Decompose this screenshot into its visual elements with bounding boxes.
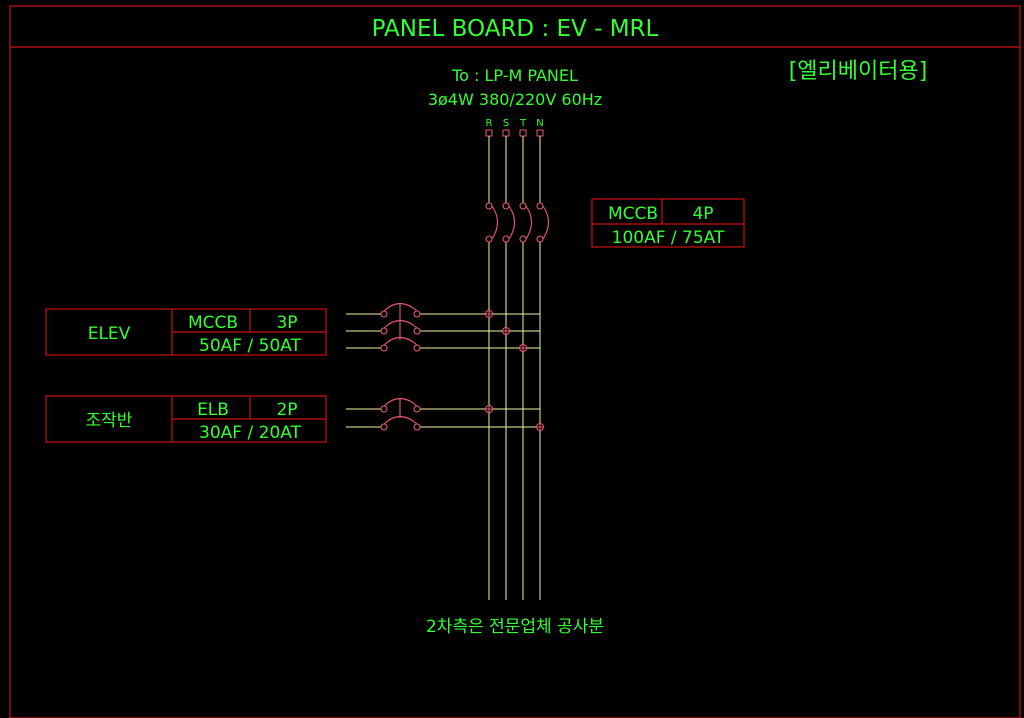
main-breaker-type: MCCB <box>608 204 658 224</box>
branch-elev-name: ELEV <box>88 324 131 344</box>
main-breaker-spec: MCCB 4P 100AF / 75AT <box>591 198 745 248</box>
phase-r-label: R <box>486 118 493 129</box>
branch-control-panel-rating: 30AF / 20AT <box>199 423 302 443</box>
terminal-t <box>519 129 527 137</box>
branch-elev-feeders <box>346 313 540 349</box>
terminal-n <box>536 129 544 137</box>
phase-n-label: N <box>536 118 543 129</box>
phase-t-label: T <box>519 118 527 129</box>
branch-control-panel-feeders <box>346 408 540 428</box>
main-breaker-symbol <box>485 202 550 243</box>
branch-elev: ELEV MCCB 3P 50AF / 50AT <box>45 302 540 356</box>
phase-terminals: R S T N <box>485 118 544 137</box>
supply-spec-label: 3ø4W 380/220V 60Hz <box>428 90 602 109</box>
branch-control-panel-poles: 2P <box>276 400 297 420</box>
main-breaker-rating: 100AF / 75AT <box>612 228 725 248</box>
purpose-label: [엘리베이터용] <box>789 59 928 84</box>
drawing-frame <box>9 5 1021 718</box>
panel-title: PANEL BOARD : EV - MRL <box>372 16 659 42</box>
phase-s-label: S <box>503 118 509 129</box>
branch-control-panel: 조작반 ELB 2P 30AF / 20AT <box>45 395 544 443</box>
main-breaker-poles: 4P <box>692 204 713 224</box>
secondary-side-note: 2차측은 전문업체 공사분 <box>426 617 604 637</box>
branch-elev-rating: 50AF / 50AT <box>199 336 302 356</box>
source-panel-label: To : LP-M PANEL <box>451 66 578 85</box>
branch-elev-taps <box>485 310 527 352</box>
terminal-s <box>502 129 510 137</box>
branch-elev-breaker-symbol <box>380 302 421 352</box>
branch-elev-poles: 3P <box>276 313 297 333</box>
main-bus <box>488 136 541 600</box>
branch-control-panel-name: 조작반 <box>86 411 133 431</box>
branch-elev-type: MCCB <box>188 313 238 333</box>
terminal-r <box>485 129 493 137</box>
branch-control-panel-type: ELB <box>197 400 229 420</box>
branch-control-panel-taps <box>485 405 544 431</box>
branch-control-panel-breaker-symbol <box>380 397 421 431</box>
